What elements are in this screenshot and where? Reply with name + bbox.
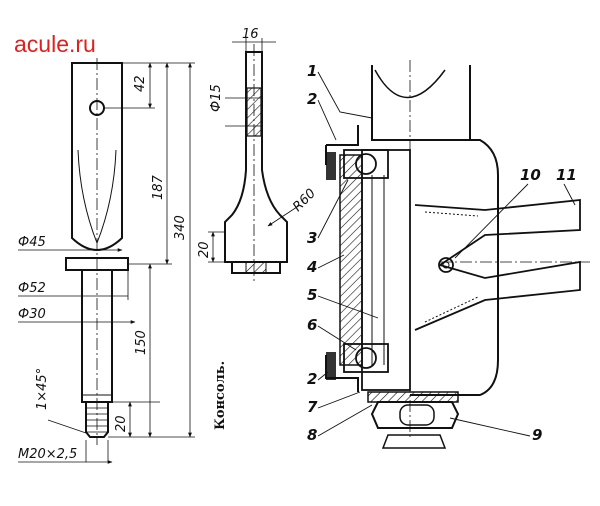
part-label-4: 4 bbox=[306, 258, 317, 276]
console-side-view bbox=[208, 38, 301, 282]
dim-thread: M20×2,5 bbox=[18, 447, 77, 462]
housing-section bbox=[339, 154, 363, 366]
dim-flange-height: 20 bbox=[197, 241, 212, 258]
part-label-2a: 2 bbox=[307, 90, 317, 108]
dim-thread-len: 20 bbox=[114, 415, 129, 432]
washer bbox=[367, 391, 459, 403]
fork-upper bbox=[414, 199, 581, 266]
dim-chamfer: 1×45° bbox=[35, 368, 50, 410]
plate-contour bbox=[77, 149, 117, 244]
caption: Консоль. bbox=[213, 361, 228, 430]
dim-len-shaft: 150 bbox=[134, 330, 149, 355]
part-label-8: 8 bbox=[307, 426, 317, 444]
axle-nut bbox=[370, 401, 460, 429]
hub-body bbox=[410, 139, 499, 396]
part-label-3: 3 bbox=[307, 229, 317, 247]
dim-dia-30: Ф30 bbox=[18, 307, 46, 322]
part-label-1: 1 bbox=[307, 62, 317, 80]
part-label-6: 6 bbox=[307, 316, 317, 334]
dim-dia-52: Ф52 bbox=[18, 281, 46, 296]
part-label-9: 9 bbox=[532, 426, 542, 444]
bearing-top bbox=[343, 149, 389, 179]
console-tube bbox=[371, 65, 471, 141]
cotter-cap bbox=[381, 434, 447, 449]
bearing-bottom bbox=[343, 343, 389, 373]
dim-dia-hole: Ф15 bbox=[209, 84, 224, 112]
dim-len-total: 340 bbox=[173, 215, 188, 240]
console-front-view bbox=[65, 58, 129, 445]
part-label-5: 5 bbox=[307, 286, 317, 304]
dim-len-upper: 187 bbox=[151, 174, 166, 200]
part-label-2b: 2 bbox=[307, 370, 317, 388]
dim-radius: R60 bbox=[290, 186, 319, 215]
assembly-section bbox=[317, 60, 590, 449]
left-dimensions bbox=[18, 62, 195, 464]
dim-hole-offset: 42 bbox=[133, 75, 148, 92]
part-label-7: 7 bbox=[307, 398, 318, 416]
fork-lower bbox=[414, 260, 581, 331]
dim-width-top: 16 bbox=[242, 27, 259, 42]
side-profile bbox=[224, 51, 288, 263]
grease-nipple bbox=[438, 257, 454, 273]
site-label: acule.ru bbox=[14, 31, 96, 57]
dim-dia-45: Ф45 bbox=[18, 235, 46, 250]
part-label-10: 10 bbox=[520, 166, 541, 184]
axle bbox=[361, 149, 411, 391]
part-label-11: 11 bbox=[556, 166, 577, 184]
